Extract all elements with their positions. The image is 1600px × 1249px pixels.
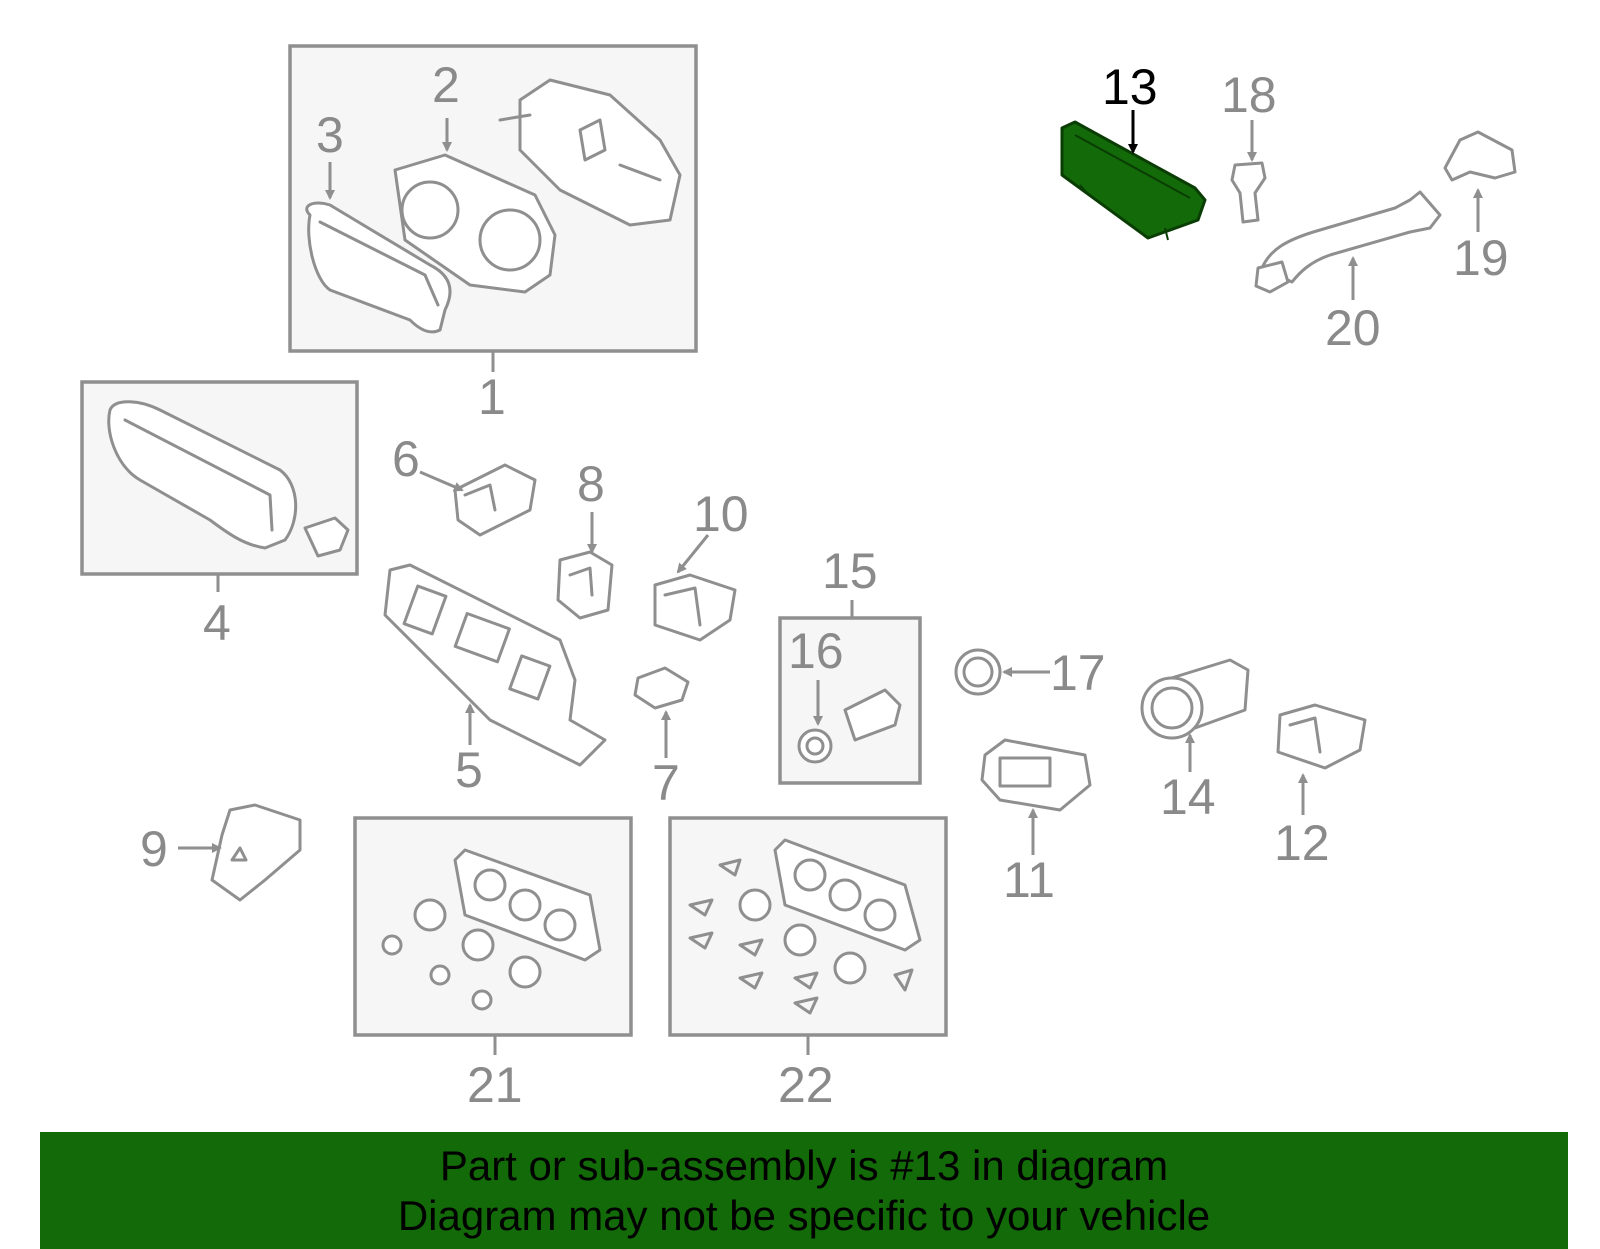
banner-line-2: Diagram may not be specific to your vehi… [397, 1191, 1211, 1239]
part-3-lens [305, 201, 452, 334]
callout-4: 4 [203, 595, 231, 651]
part-19-sensor [1443, 130, 1517, 232]
part-20-hose [1254, 190, 1442, 300]
callout-17: 17 [1050, 645, 1106, 701]
part-5-bracket [383, 563, 607, 767]
callout-3: 3 [316, 107, 344, 163]
part-2-housing [498, 78, 682, 227]
callout-18: 18 [1221, 67, 1277, 123]
part-6-switch [419, 463, 537, 537]
cluster-assembly-group [288, 44, 698, 372]
parts-diagram: 1 2 3 4 5 6 7 8 9 10 11 12 13 14 15 16 1… [80, 44, 1517, 1113]
callout-7: 7 [652, 755, 680, 811]
part-10-switch [653, 534, 737, 642]
callout-21: 21 [467, 1057, 523, 1113]
part-8-switch [556, 512, 614, 620]
callout-1: 1 [478, 369, 506, 425]
part-14-outlet [1140, 658, 1250, 772]
part-11-switch [980, 738, 1092, 855]
part-13-highlighted [1060, 110, 1207, 241]
callout-5: 5 [455, 742, 483, 798]
control-panel-21-group [353, 816, 633, 1055]
part-12-switch [1276, 703, 1367, 815]
socket-group [778, 600, 922, 785]
part-17-ring [954, 648, 1050, 696]
callout-2: 2 [432, 57, 460, 113]
callout-8: 8 [577, 456, 605, 512]
callout-14: 14 [1160, 769, 1216, 825]
callout-12: 12 [1274, 815, 1330, 871]
callout-9: 9 [140, 821, 168, 877]
part-2-mask [393, 153, 557, 294]
part-7-clip [633, 666, 690, 758]
banner-line-1: Part or sub-assembly is #13 in diagram [439, 1141, 1169, 1189]
callout-10: 10 [693, 486, 749, 542]
callout-15: 15 [822, 543, 878, 599]
part-18-clip [1230, 120, 1267, 224]
callout-6: 6 [392, 431, 420, 487]
callout-13: 13 [1102, 59, 1158, 115]
callout-20: 20 [1325, 300, 1381, 356]
callout-11: 11 [1003, 852, 1055, 908]
control-panel-22-group [668, 816, 948, 1055]
callout-22: 22 [778, 1057, 834, 1113]
info-banner: Part or sub-assembly is #13 in diagram D… [40, 1132, 1568, 1249]
bezel-group [80, 380, 359, 592]
callout-19: 19 [1453, 230, 1509, 286]
callout-16: 16 [788, 623, 844, 679]
part-9-switch [178, 803, 302, 902]
